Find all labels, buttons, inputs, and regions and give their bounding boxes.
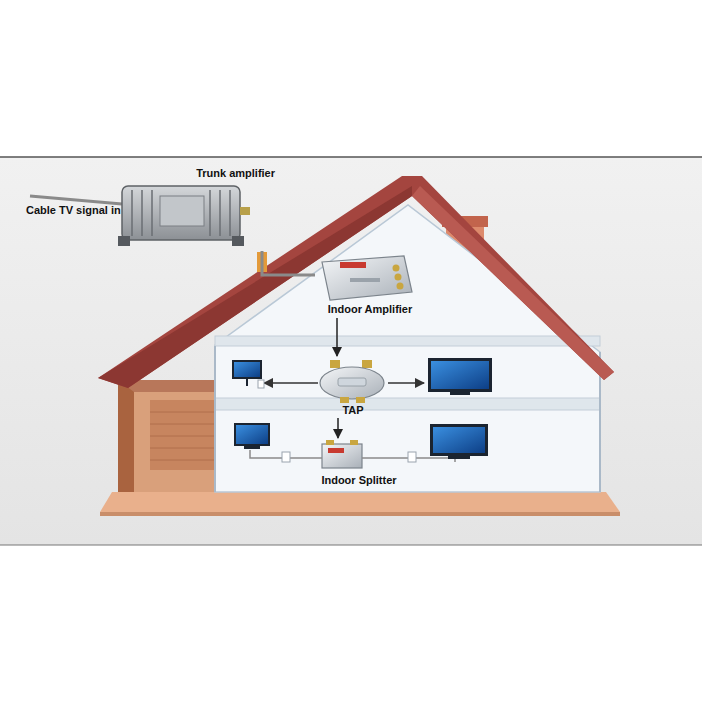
tv-frame (428, 358, 492, 392)
roof-edge (98, 186, 412, 388)
brick-line (150, 424, 218, 425)
amplifier-case (322, 256, 412, 300)
device-node: Indoor Splitter (300, 438, 418, 488)
tv-screen (431, 361, 489, 389)
tv-screen (433, 427, 485, 453)
attic-floor (215, 336, 600, 346)
tv-set (428, 358, 492, 395)
tv-set (234, 423, 270, 449)
device-label: TAP (342, 404, 363, 417)
tap-plate (338, 378, 366, 386)
connector (326, 440, 334, 445)
device-label: Indoor Amplifier (328, 303, 413, 316)
fin (229, 190, 231, 236)
brick-line (150, 436, 218, 437)
brick-line (150, 460, 218, 461)
signal-arrow (337, 418, 339, 438)
panel-edge (0, 545, 702, 546)
wall-plate (258, 380, 264, 388)
input-cable (30, 196, 122, 204)
ground-slab-edge (100, 512, 620, 516)
tv-set (232, 360, 262, 386)
house-wall (215, 205, 600, 492)
porch-brick-wall (150, 400, 218, 470)
connector (240, 207, 250, 215)
wall-edge (214, 346, 216, 492)
connector (395, 274, 402, 281)
wall-plate (282, 452, 290, 462)
trunk-amplifier-device (118, 186, 250, 246)
mount-foot (232, 236, 244, 246)
brick-line (150, 448, 218, 449)
device-node: TAP (318, 356, 388, 418)
tv-set (430, 424, 488, 459)
connector (330, 360, 340, 368)
fin (141, 190, 143, 236)
connector (350, 440, 358, 445)
fin (151, 190, 153, 236)
splitter-body (322, 444, 362, 468)
splitter-device (322, 440, 362, 468)
signal-arrow (336, 318, 338, 356)
ground-slab (100, 492, 620, 512)
vent (350, 278, 380, 282)
tv-stand (448, 456, 470, 459)
tv-stand (450, 392, 470, 395)
background-panel (0, 157, 702, 545)
tap-body (320, 367, 384, 399)
cooling-fins (132, 190, 230, 236)
brick-line (150, 412, 218, 413)
panel-edge (0, 156, 702, 158)
roof-edge (412, 186, 614, 380)
connector (397, 283, 404, 290)
porch-wall (132, 384, 218, 492)
mount-foot (118, 236, 130, 246)
coax-cable (262, 251, 315, 275)
connector (393, 265, 400, 272)
tv-stand (244, 446, 260, 449)
fin (209, 190, 211, 236)
wall-plate (408, 452, 416, 462)
brick-lines (150, 412, 218, 460)
connector (340, 397, 349, 403)
middle-floor (215, 398, 600, 410)
tv-screen (236, 425, 268, 444)
amplifier-plate (160, 196, 204, 226)
tv-frame (234, 423, 270, 446)
brand-mark (340, 262, 366, 268)
tv-stand (246, 379, 248, 386)
tv-frame (232, 360, 262, 379)
device-node: Indoor Amplifier (315, 252, 425, 318)
device-node: Trunk amplifier (115, 163, 279, 251)
device-label: Indoor Splitter (321, 474, 396, 487)
roof (98, 176, 614, 388)
tv-screen (234, 362, 260, 377)
indoor-amplifier-device (322, 256, 412, 300)
tap-device (320, 360, 384, 403)
porch-pillar (118, 380, 134, 492)
device-label: Trunk amplifier (196, 167, 275, 180)
signal-arrow (264, 382, 318, 384)
brand-mark (328, 448, 344, 453)
tv-frame (430, 424, 488, 456)
fin (131, 190, 133, 236)
connector (356, 397, 365, 403)
signal-label: Cable TV signal in (26, 204, 121, 217)
amplifier-housing (122, 186, 240, 240)
fin (219, 190, 221, 236)
connector (362, 360, 372, 368)
signal-arrow (388, 382, 424, 384)
